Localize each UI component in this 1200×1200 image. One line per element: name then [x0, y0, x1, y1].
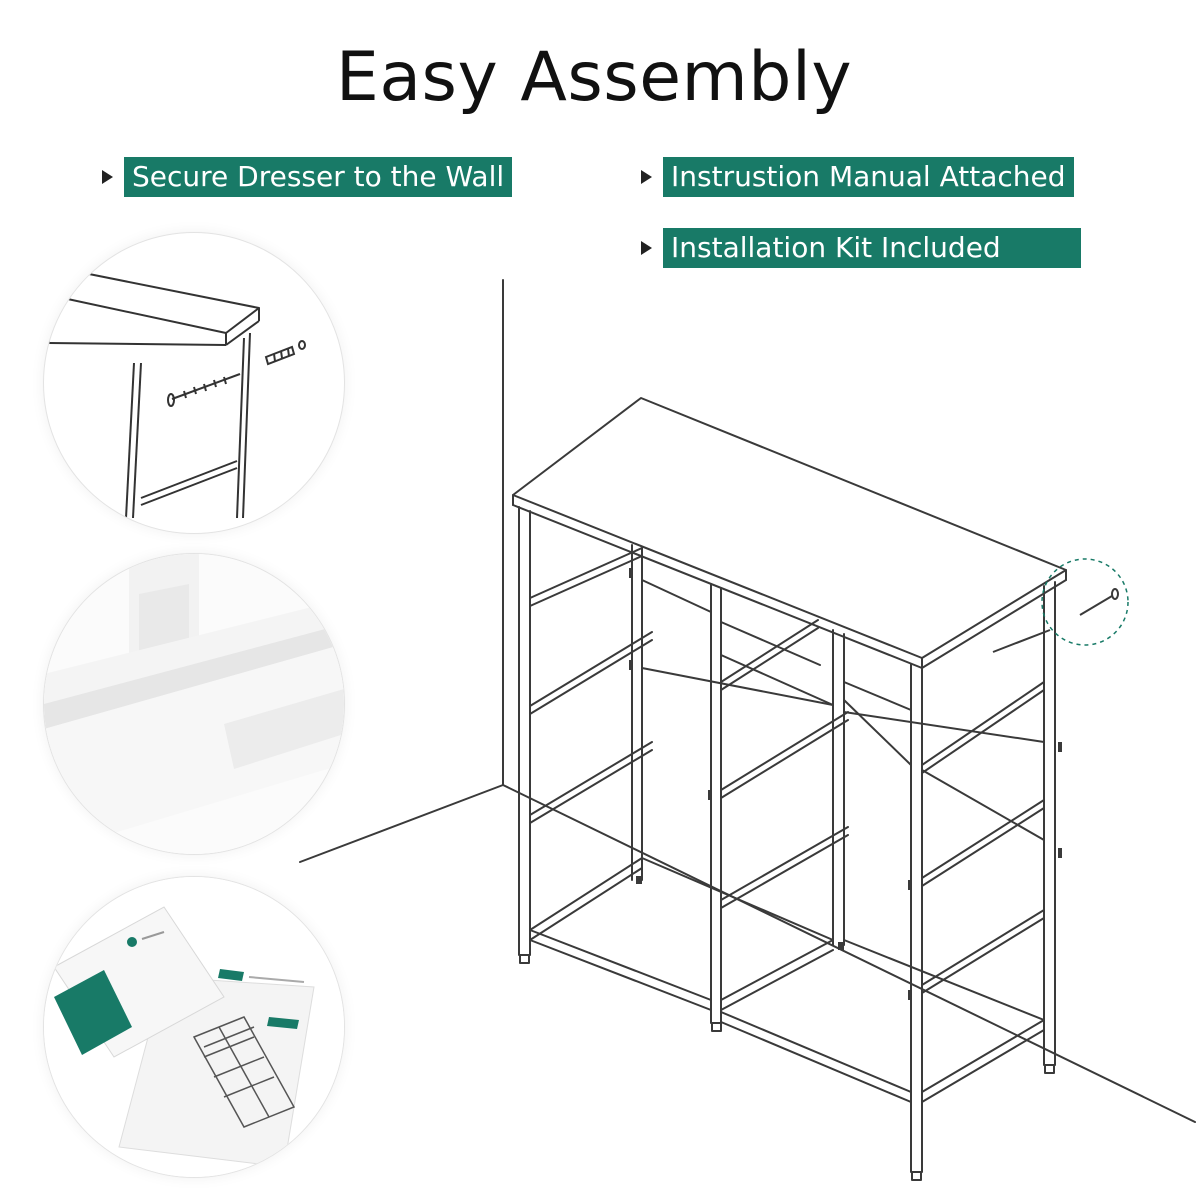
play-arrow-icon: [641, 170, 652, 184]
wall-anchor-icon: [264, 340, 306, 366]
feature-label: Installation Kit Included: [663, 228, 1081, 268]
panel-closeup-circle: [43, 553, 345, 855]
feature-label: Instrustion Manual Attached: [663, 157, 1074, 197]
wall-anchor-detail-drawing: [48, 272, 306, 519]
panel-closeup-drawing: [44, 554, 344, 854]
detail-callout-circle: [1041, 558, 1129, 646]
page-title: Easy Assembly: [335, 38, 853, 117]
play-arrow-icon: [641, 241, 652, 255]
play-arrow-icon: [102, 170, 113, 184]
screw-icon: [992, 588, 1119, 653]
screw-icon: [167, 373, 241, 407]
wall-anchor-detail-circle: [43, 232, 345, 534]
manual-icon: [44, 877, 344, 1177]
manual-circle: [43, 876, 345, 1178]
feature-label: Secure Dresser to the Wall: [124, 157, 513, 197]
